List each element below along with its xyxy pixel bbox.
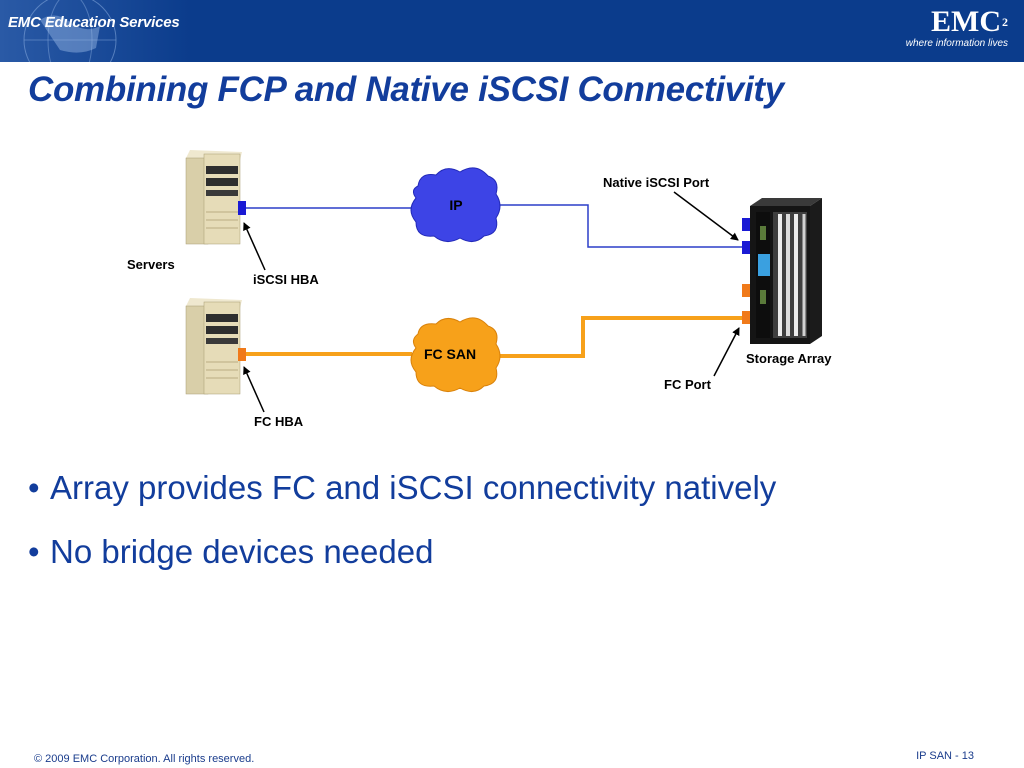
native-iscsi-port-1 [742,218,750,231]
fc-port-label: FC Port [664,377,712,392]
iscsi-hba-port [238,201,246,215]
slide-title: Combining FCP and Native iSCSI Connectiv… [28,70,784,109]
fc-san-cloud-label: FC SAN [424,346,476,362]
fc-link-line [246,316,744,358]
emc-logo-word: EMC [931,5,1001,38]
storage-array-icon [750,198,822,344]
education-banner: EMC Education Services [0,0,190,62]
bullet-list: •Array provides FC and iSCSI connectivit… [28,466,776,594]
ip-link-line [246,204,744,248]
education-services-text: EMC Education Services [8,14,180,31]
fc-san-cloud-icon [410,317,501,392]
fc-port-arrow [713,327,740,377]
fc-hba-arrow [243,366,265,413]
fc-port-2 [742,311,750,324]
native-iscsi-port-label: Native iSCSI Port [603,175,710,190]
emc-tagline: where information lives [905,38,1008,49]
ip-cloud-label: IP [449,197,462,213]
globe-icon [23,0,117,62]
iscsi-hba-arrow [243,222,266,271]
native-iscsi-port-2 [742,241,750,254]
iscsi-hba-label: iSCSI HBA [253,272,319,287]
fc-hba-port [238,348,246,361]
servers-label: Servers [127,257,175,272]
ip-cloud-icon [410,167,501,242]
storage-array-label: Storage Array [746,351,832,366]
fc-hba-label: FC HBA [254,414,304,429]
bullet-item: •No bridge devices needed [28,533,434,570]
slide-header: EMC Education Services EMC2 where inform… [0,0,1024,62]
bullet-text: Array provides FC and iSCSI connectivity… [50,469,777,506]
bullet-text: No bridge devices needed [50,533,434,570]
bullet-item: •Array provides FC and iSCSI connectivit… [28,469,777,506]
connectivity-diagram: IP FC SAN Servers iSCSI HBA FC HBA Nativ… [127,150,832,429]
emc-logo-sup: 2 [1002,15,1008,29]
fc-port-1 [742,284,750,297]
server-icon [185,298,242,395]
copyright-footer: © 2009 EMC Corporation. All rights reser… [34,753,255,765]
page-number: IP SAN - 13 [916,750,974,762]
native-iscsi-port-arrow [673,191,739,241]
emc-logo: EMC2 where information lives [906,6,1008,50]
server-icon [185,150,242,245]
